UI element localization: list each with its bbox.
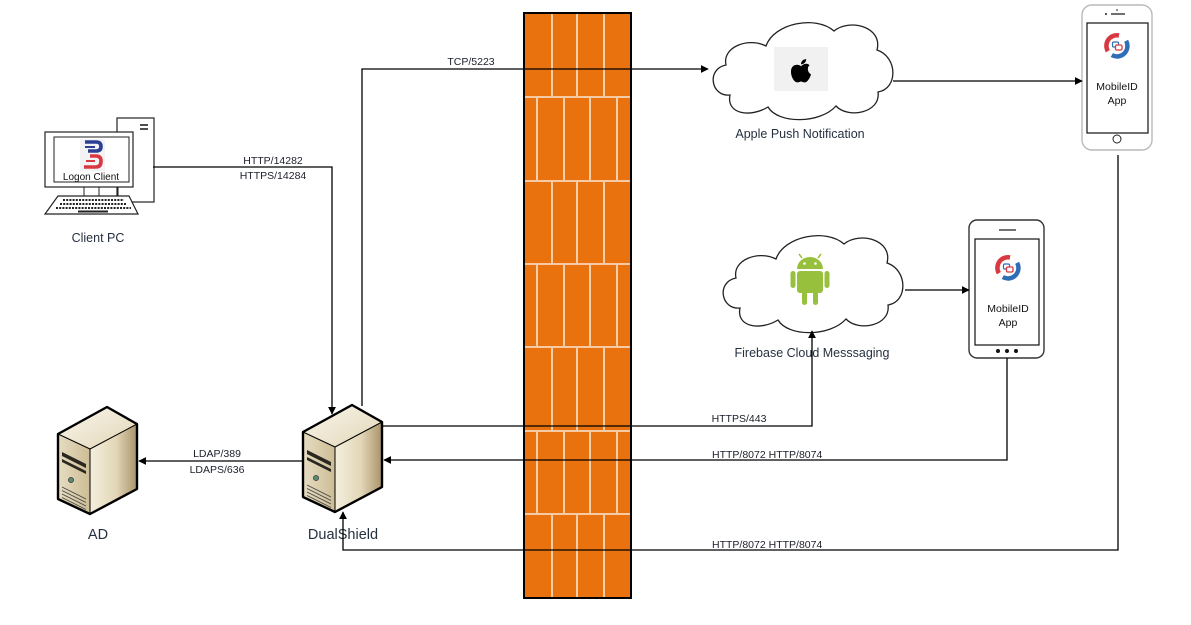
app-label-line2: App xyxy=(1108,95,1127,107)
app-label-line1: MobileID xyxy=(1096,81,1138,93)
phone-screen xyxy=(1086,22,1149,134)
ad-server: AD xyxy=(56,405,139,543)
app-label-line1: MobileID xyxy=(987,303,1029,315)
firewall-body xyxy=(524,13,631,598)
apple-push-notification-service: Apple Push Notification xyxy=(712,21,894,141)
firewall xyxy=(523,12,632,599)
server-icon xyxy=(56,405,139,516)
mobileid-logo-icon xyxy=(995,255,1021,281)
port-label: LDAPS/636 xyxy=(190,464,245,476)
connection-iphone-to-dualshield xyxy=(339,155,1119,551)
app-label-line2: App xyxy=(999,317,1018,329)
connections xyxy=(138,65,1119,551)
nav-dot-icon xyxy=(1005,349,1009,353)
port-label: HTTPS/443 xyxy=(712,413,767,425)
apple-push-label: Apple Push Notification xyxy=(735,127,864,141)
connection-client-to-dualshield xyxy=(153,166,336,415)
server-icon xyxy=(301,403,384,514)
android-mobileid-app: MobileID App xyxy=(968,219,1045,359)
port-label: HTTP/14282 xyxy=(243,155,303,167)
client-pc: Logon Client Client PC xyxy=(43,117,155,245)
client-pc-label: Client PC xyxy=(72,231,125,245)
firewall-brick-lines xyxy=(525,14,630,597)
ad-server-label: AD xyxy=(88,527,108,543)
logon-client-screen-text: Logon Client xyxy=(63,172,119,183)
firewall-border xyxy=(523,12,632,599)
connection-dualshield-to-firebase xyxy=(383,330,816,427)
apple-logo-icon xyxy=(790,59,811,83)
nav-dot-icon xyxy=(996,349,1000,353)
android-robot-icon xyxy=(790,253,830,305)
connection-android-to-dualshield xyxy=(383,358,1008,464)
logon-client-logo-icon xyxy=(80,139,105,171)
home-button-icon xyxy=(1112,134,1122,144)
mobileid-logo-icon xyxy=(1104,33,1130,59)
connection-labels: HTTP/14282 HTTPS/14284 TCP/5223 HTTPS/44… xyxy=(190,56,823,551)
port-label: LDAP/389 xyxy=(193,448,241,460)
iphone-mobileid-app: MobileID App xyxy=(1081,4,1153,151)
connection-dualshield-to-apple-push xyxy=(361,65,709,406)
phone-screen xyxy=(974,238,1040,346)
firebase-cloud-messaging-service: Firebase Cloud Messsaging xyxy=(722,234,904,360)
port-label: TCP/5223 xyxy=(447,56,494,68)
front-camera-icon xyxy=(1105,13,1107,15)
port-label: HTTPS/14284 xyxy=(240,170,307,182)
port-label: HTTP/8072 HTTP/8074 xyxy=(712,449,822,461)
nav-dot-icon xyxy=(1014,349,1018,353)
port-label: HTTP/8072 HTTP/8074 xyxy=(712,539,822,551)
